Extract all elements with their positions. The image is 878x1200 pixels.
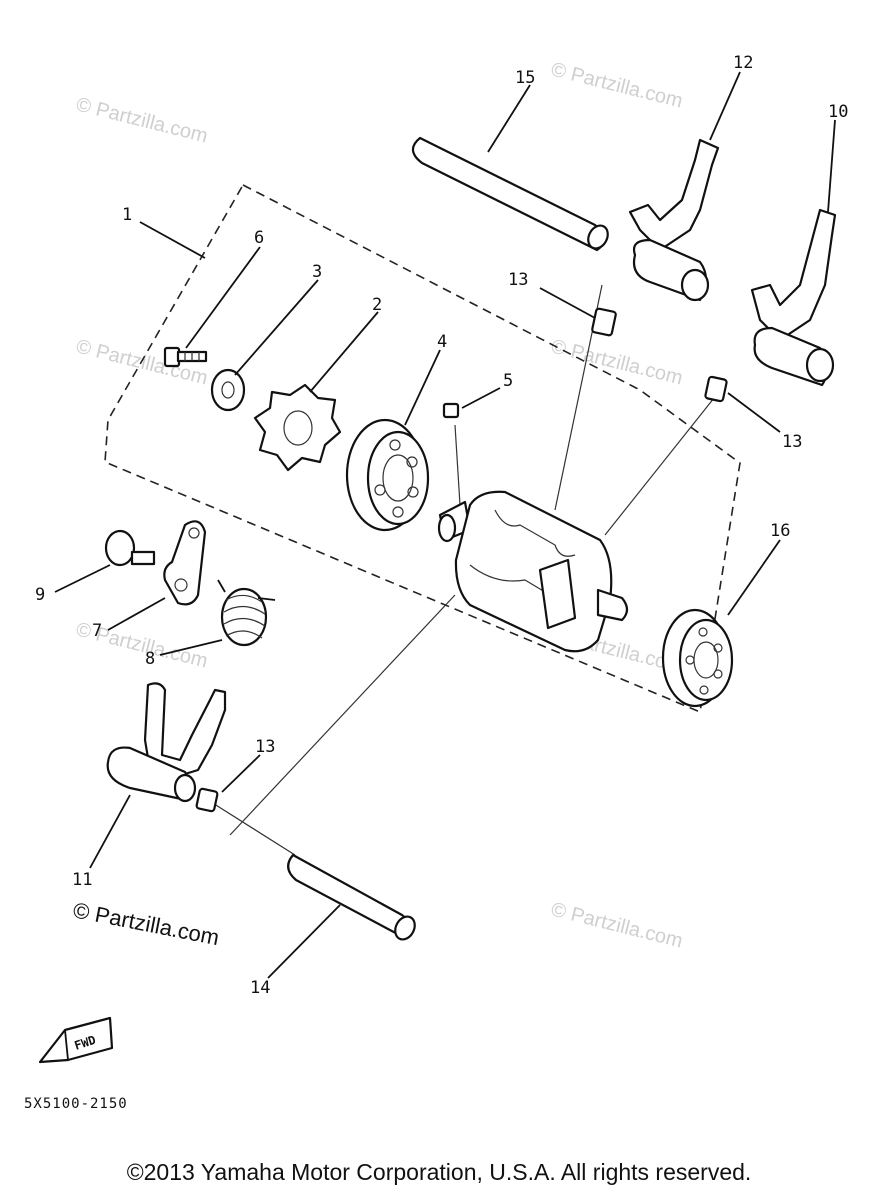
bearing-16: [661, 608, 734, 708]
stopper-lever-7: [163, 520, 207, 606]
torsion-spring-8: [217, 579, 276, 647]
callout-9: 9: [35, 585, 45, 605]
callout-labels: 1 2 3 4 5 6 7 8 9 10 11 12 13 13 13 14 1…: [35, 53, 848, 998]
callout-2: 2: [372, 295, 382, 315]
watermark: © Partzilla.com: [549, 59, 685, 113]
shift-fork-shaft-15: [411, 136, 609, 252]
callout-10: 10: [828, 102, 848, 122]
fwd-arrow-icon: FWD: [38, 1016, 114, 1064]
diagram-code: 5X5100-2150: [24, 1096, 128, 1112]
alignment-lines: [199, 284, 719, 856]
shift-fork-12: [628, 138, 720, 302]
callout-6: 6: [254, 228, 264, 248]
watermark: © Partzilla.com: [74, 94, 210, 148]
callout-1: 1: [122, 205, 132, 225]
callout-7: 7: [92, 621, 102, 641]
callout-13: 13: [782, 432, 802, 452]
callout-12: 12: [733, 53, 753, 73]
shift-fork-shaft-14: [287, 853, 416, 941]
callout-16: 16: [770, 521, 790, 541]
screw-6: [163, 346, 208, 368]
callout-15: 15: [515, 68, 535, 88]
pin-5: [442, 402, 460, 419]
callout-5: 5: [503, 371, 513, 391]
partzilla-watermark: © Partzilla.com: [71, 897, 221, 950]
leader-lines: [54, 71, 836, 979]
guide-pin-13c: [195, 787, 219, 813]
callout-13: 13: [255, 737, 275, 757]
shift-fork-10: [750, 208, 837, 387]
bolt-9: [104, 529, 156, 567]
callout-8: 8: [145, 649, 155, 669]
shift-fork-11: [106, 682, 227, 803]
shift-drum: [437, 490, 629, 653]
bearing-4: [345, 418, 430, 532]
segment-2: [253, 383, 342, 472]
guide-pin-13b: [704, 375, 728, 403]
copyright-notice: ©2013 Yamaha Motor Corporation, U.S.A. A…: [126, 1159, 752, 1185]
callout-3: 3: [312, 262, 322, 282]
watermark: © Partzilla.com: [549, 899, 685, 953]
washer-3: [210, 368, 246, 412]
fwd-label: FWD: [73, 1033, 98, 1053]
callout-11: 11: [72, 870, 92, 890]
watermark: © Partzilla.com: [549, 336, 685, 390]
callout-13: 13: [508, 270, 528, 290]
callout-14: 14: [250, 978, 270, 998]
callout-4: 4: [437, 332, 447, 352]
guide-pin-13a: [591, 307, 617, 337]
